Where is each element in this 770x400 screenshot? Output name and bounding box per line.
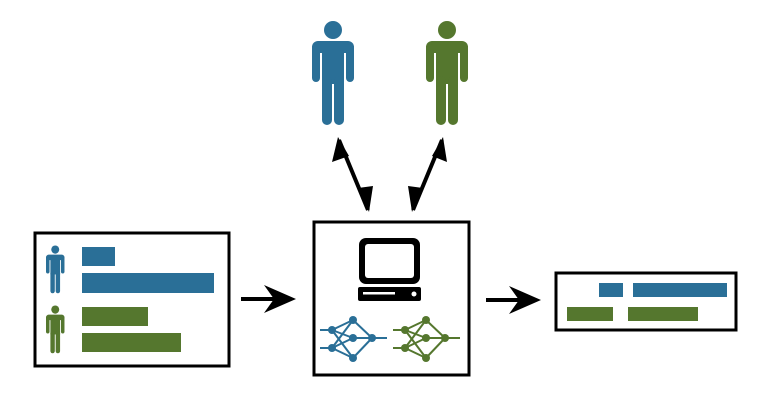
bar-blue-2 — [82, 273, 214, 293]
arrow-icon-right — [486, 286, 541, 314]
network-edge — [425, 319, 446, 339]
output-bar-blue-1 — [599, 283, 623, 297]
network-edge — [425, 337, 446, 359]
arrow-icon-left — [241, 285, 296, 313]
network-edge — [352, 319, 373, 339]
network-node — [349, 316, 357, 324]
network-node — [422, 316, 430, 324]
neural-network-icon-blue — [320, 316, 387, 362]
model-panel — [312, 220, 471, 377]
neural-network-icon-green — [393, 316, 460, 362]
network-node — [422, 354, 430, 362]
output-bar-green-1 — [567, 307, 613, 321]
network-node — [349, 354, 357, 362]
person-icon-blue — [312, 21, 354, 125]
network-edge — [404, 319, 427, 349]
network-node — [328, 326, 336, 334]
network-node — [328, 344, 336, 352]
bar-blue-1 — [82, 247, 115, 266]
network-edge — [331, 319, 354, 349]
network-node — [368, 334, 376, 342]
network-node — [401, 326, 409, 334]
network-node — [441, 334, 449, 342]
double-arrow-icon-green-user — [408, 137, 447, 212]
person-icon-green — [426, 21, 468, 125]
output-bar-blue-2 — [633, 283, 727, 297]
computer-icon — [358, 238, 421, 301]
network-node — [349, 334, 357, 342]
output-bar-green-2 — [628, 307, 698, 321]
input-data-panel — [33, 231, 231, 368]
double-arrow-icon-blue-user — [332, 137, 373, 212]
network-node — [401, 344, 409, 352]
network-edge — [352, 337, 373, 359]
network-node — [422, 334, 430, 342]
output-panel — [554, 271, 738, 332]
bar-green-1 — [82, 307, 148, 326]
bar-green-2 — [82, 333, 181, 352]
